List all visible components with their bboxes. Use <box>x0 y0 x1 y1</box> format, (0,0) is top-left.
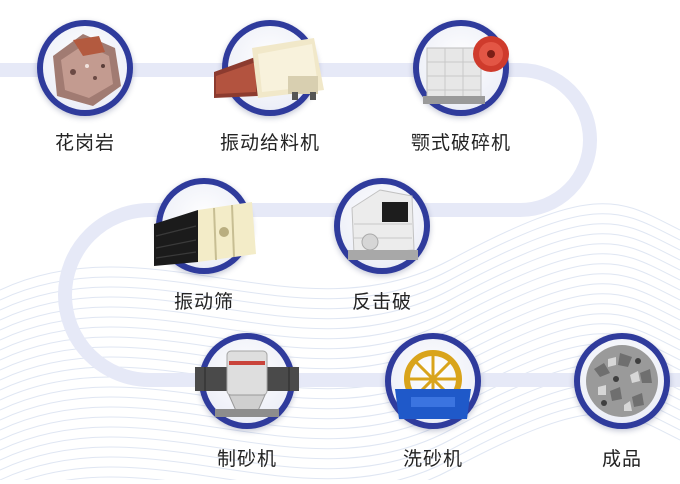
background-line <box>0 213 680 301</box>
background-line <box>0 243 680 331</box>
step-label-vibrating-screen: 振动筛 <box>173 291 234 313</box>
step-sand-making-node <box>195 333 299 429</box>
background-line <box>0 233 680 321</box>
sand-making-machine-icon <box>195 350 299 417</box>
step-impact-crusher-node <box>334 178 430 274</box>
background-line <box>0 203 680 291</box>
jaw-crusher-icon <box>423 36 509 104</box>
step-sand-washer-node <box>385 333 481 429</box>
step-jaw-crusher-node <box>413 20 509 116</box>
step-vibrating-feeder-node <box>214 20 324 116</box>
step-label-jaw-crusher: 颚式破碎机 <box>410 132 511 154</box>
granite-rock-icon <box>53 34 121 106</box>
step-label-sand-washer: 洗砂机 <box>402 448 463 470</box>
step-granite-node <box>37 20 133 116</box>
sand-washer-icon <box>395 350 471 419</box>
step-label-vibrating-feeder: 振动给料机 <box>219 132 320 154</box>
finished-aggregate-icon <box>586 345 658 417</box>
step-label-finished-product: 成品 <box>601 448 642 470</box>
vibrating-feeder-icon <box>214 38 324 100</box>
step-vibrating-screen-node <box>154 178 256 274</box>
background-line <box>0 263 680 351</box>
background-line <box>0 223 680 311</box>
background-line <box>0 253 680 341</box>
step-label-granite: 花岗岩 <box>54 132 115 154</box>
step-label-sand-making: 制砂机 <box>216 448 277 470</box>
step-label-impact-crusher: 反击破 <box>351 291 412 313</box>
impact-crusher-icon <box>348 189 418 260</box>
step-finished-product-node <box>574 333 670 429</box>
vibrating-screen-icon <box>154 202 256 266</box>
